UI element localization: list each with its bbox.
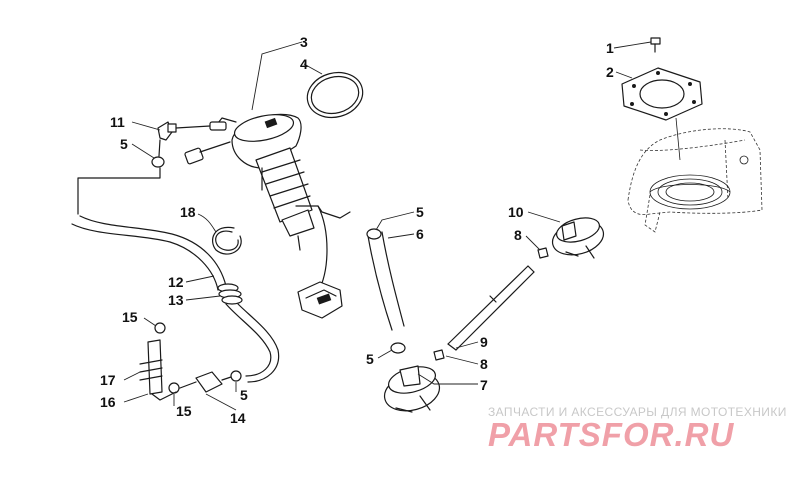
callout-7: 7: [480, 377, 488, 393]
part-5-clamp-hose-bottom: [390, 342, 406, 354]
callout-17: 17: [100, 372, 116, 388]
pump-connector-plug: [297, 281, 343, 319]
callout-15-upper: 15: [122, 309, 138, 325]
callout-10: 10: [508, 204, 524, 220]
part-5-clamp-hose-top: [366, 228, 382, 240]
callout-5-filter: 5: [240, 387, 248, 403]
fuel-tank-outline: [627, 128, 763, 233]
callout-4: 4: [300, 56, 308, 72]
leader-lines: [123, 41, 652, 411]
callout-8-upper: 8: [514, 227, 522, 243]
callout-6: 6: [416, 226, 424, 242]
part-3-fuel-pump: [184, 113, 351, 293]
callout-5-hose-top: 5: [416, 204, 424, 220]
watermark-logo: PARTSFOR.RU: [488, 416, 735, 453]
callout-14: 14: [230, 410, 246, 426]
callout-5-hose-bottom: 5: [366, 351, 374, 367]
callout-2: 2: [606, 64, 614, 80]
callout-9: 9: [480, 334, 488, 350]
part-16-17-hose-section: [139, 339, 177, 401]
callout-3: 3: [300, 34, 308, 50]
part-18-retainer-clip: [212, 226, 242, 255]
watermark-tagline: ЗАПЧАСТИ И АКСЕССУАРЫ ДЛЯ МОТОТЕХНИКИ: [488, 405, 787, 419]
callout-labels: 1 2 3 4 11 5 18 12 13 15 17 16 15 14 5 5…: [100, 34, 614, 426]
callout-12: 12: [168, 274, 184, 290]
part-8-nut-lower: [433, 349, 445, 361]
callout-11: 11: [110, 114, 125, 130]
callout-18: 18: [180, 204, 196, 220]
callout-1: 1: [606, 40, 614, 56]
part-14-fuel-filter: [179, 371, 235, 393]
callout-16: 16: [100, 394, 116, 410]
part-11-elbow-fitting: [157, 121, 227, 141]
callout-15-lower: 15: [176, 403, 192, 419]
part-8-nut-upper: [537, 247, 549, 259]
part-4-seal-ring: [306, 71, 364, 119]
part-10-valve: [551, 217, 605, 259]
part-5-clamp-filter: [230, 370, 242, 382]
part-13-fuel-line: [217, 283, 280, 383]
part-1-bolt: [650, 37, 661, 53]
part-9-tube: [447, 265, 535, 351]
callout-8-lower: 8: [480, 356, 488, 372]
part-15-clamp-upper: [154, 322, 166, 334]
part-2-gasket-ring: [621, 67, 703, 121]
callout-5-top-left: 5: [120, 136, 128, 152]
callout-13: 13: [168, 292, 184, 308]
part-15-clamp-lower: [168, 382, 180, 394]
part-6-hose: [367, 231, 405, 331]
part-7-valve: [383, 365, 441, 413]
part-12-vent-hose: [71, 167, 227, 291]
part-5-clamp-top-left: [151, 139, 165, 168]
